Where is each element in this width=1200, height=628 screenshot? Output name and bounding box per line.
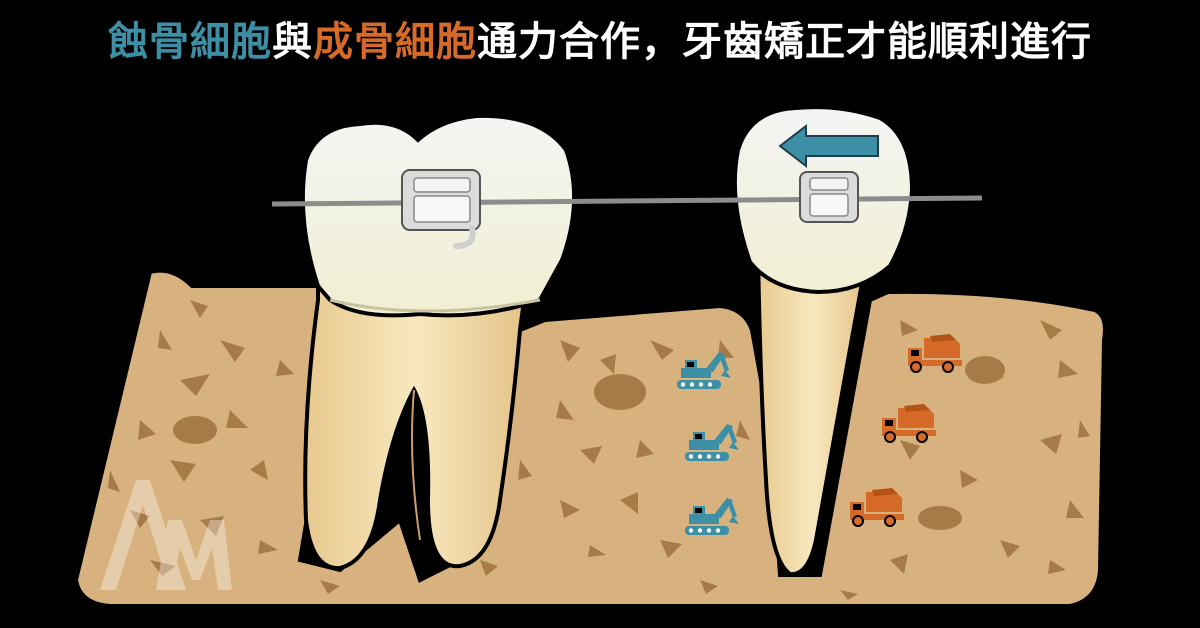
am-logo-watermark: AM	[0, 0, 232, 590]
molar-bracket-icon	[401, 169, 481, 249]
title-osteoclast: 蝕骨細胞	[108, 19, 272, 65]
arrow-left-icon	[778, 123, 879, 169]
premolar-root	[755, 248, 871, 577]
page-title: 蝕骨細胞與成骨細胞通力合作，牙齒矯正才能順利進行	[0, 14, 1200, 70]
title-osteoblast: 成骨細胞	[313, 19, 477, 65]
arch-wire	[271, 195, 983, 207]
premolar-bracket-icon	[799, 171, 859, 223]
alveolar-bone	[73, 268, 1107, 608]
watermark-text: AM	[0, 0, 2, 1]
title-rest: 通力合作，牙齒矯正才能順利進行	[477, 19, 1092, 65]
bone-pores	[108, 300, 1090, 600]
title-and: 與	[272, 19, 313, 65]
